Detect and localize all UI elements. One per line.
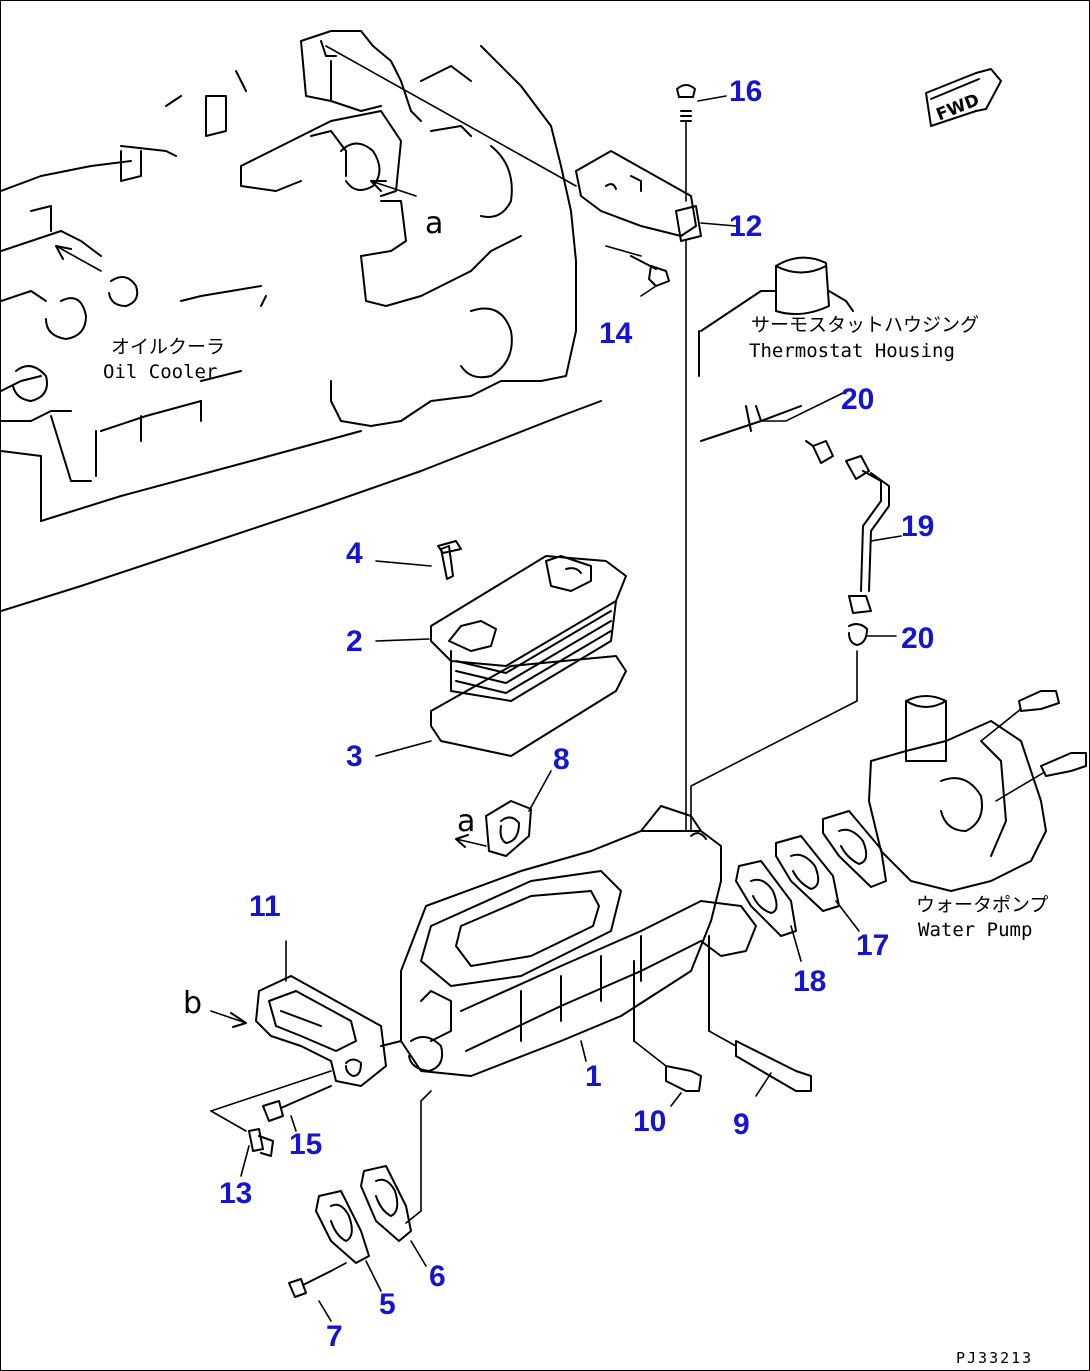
callout-2: 2	[346, 625, 363, 658]
callout-8: 8	[553, 743, 570, 776]
callout-numbers: 1 2 3 4 5 6 7 8 9 10 11 12 13 14 15 16 1…	[219, 75, 934, 1353]
gaskets-17-18-drawing	[735, 810, 887, 962]
water-pump-label-en: Water Pump	[918, 919, 1032, 941]
callout-15: 15	[289, 1128, 322, 1161]
callout-3: 3	[346, 740, 363, 773]
callout-13: 13	[219, 1177, 252, 1210]
callout-14: 14	[599, 317, 633, 350]
thermostat-housing-drawing	[698, 256, 854, 442]
cap-16-drawing	[676, 84, 727, 832]
ref-a-top: a	[425, 206, 443, 241]
callout-17: 17	[856, 929, 889, 962]
callout-12: 12	[729, 210, 762, 243]
callout-16: 16	[729, 75, 762, 108]
water-pump-drawing	[868, 690, 1087, 892]
callout-1: 1	[585, 1060, 602, 1093]
engine-block	[1, 30, 602, 612]
gasket-8-drawing	[485, 770, 552, 857]
drawing-code: PJ33213	[956, 1349, 1033, 1367]
fwd-arrow-icon	[925, 68, 1002, 127]
ref-a-mid: a	[457, 804, 475, 839]
cooler-case-1-drawing	[400, 805, 757, 1224]
ref-arrow-a-top	[55, 180, 417, 272]
callout-20-bottom: 20	[901, 622, 934, 655]
oil-cooler-label-jp: オイルクーラ	[111, 336, 225, 358]
thermostat-label-jp: サーモスタットハウジング	[751, 314, 979, 336]
ref-arrow-a-mid	[455, 834, 487, 848]
thermostat-label-en: Thermostat Housing	[749, 340, 955, 362]
oil-cooler-label-en: Oil Cooler	[103, 361, 217, 383]
gaskets-5-6-drawing	[288, 1165, 427, 1322]
water-pump-label-jp: ウォータポンプ	[916, 894, 1048, 916]
callout-6: 6	[429, 1260, 446, 1293]
callout-4: 4	[346, 537, 363, 570]
part-labels: オイルクーラ Oil Cooler サーモスタットハウジング Thermosta…	[103, 90, 1048, 1367]
bolts-9-10-drawing	[633, 935, 812, 1107]
callout-5: 5	[379, 1288, 396, 1321]
bracket-11-drawing	[210, 940, 402, 1087]
callout-10: 10	[633, 1105, 666, 1138]
callout-leaders	[375, 222, 737, 1062]
callout-9: 9	[733, 1108, 750, 1141]
callout-11: 11	[249, 890, 281, 923]
bolts-13-15-drawing	[210, 1070, 332, 1177]
callout-20-top: 20	[841, 383, 874, 416]
bracket-12-drawing	[325, 45, 702, 242]
pipe-assembly-drawing	[690, 440, 902, 832]
oil-cooler-element-drawing	[430, 540, 627, 757]
ref-b: b	[183, 986, 202, 1021]
callout-18: 18	[793, 965, 826, 998]
bolt-14-drawing	[605, 245, 670, 297]
callout-19: 19	[901, 510, 934, 543]
callout-7: 7	[326, 1320, 343, 1353]
